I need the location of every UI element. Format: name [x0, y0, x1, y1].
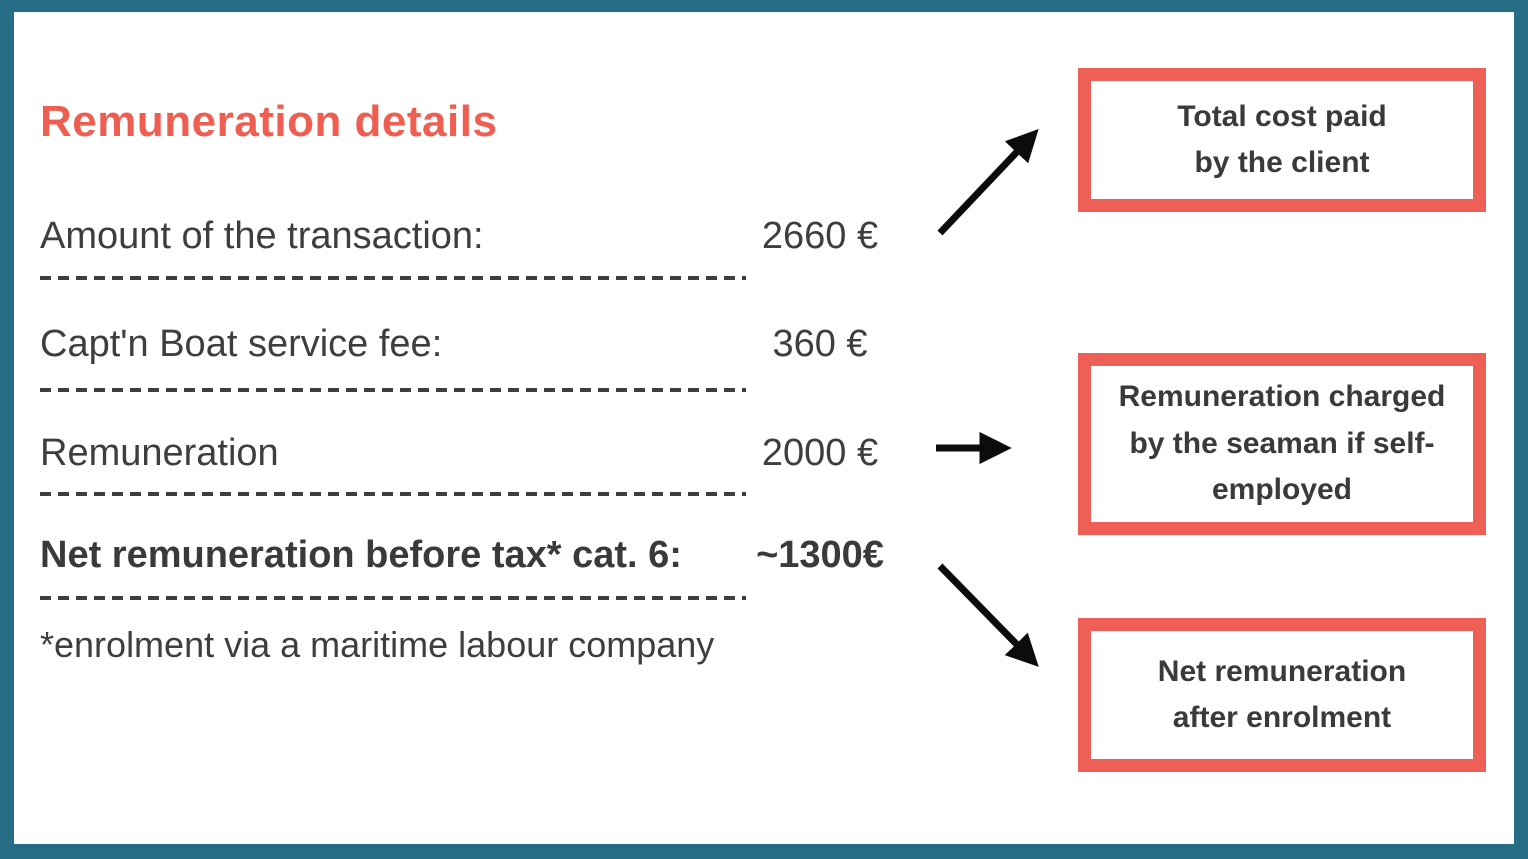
arrow-to-net-remuneration-icon	[937, 563, 1039, 667]
row-label: Remuneration	[40, 432, 279, 474]
callout-line: employed	[1211, 473, 1353, 507]
callout-line: by the seaman if self-	[1129, 426, 1435, 460]
callout-line: after enrolment	[1172, 701, 1392, 734]
callout-line: Total cost paid	[1177, 99, 1387, 133]
row-transaction-amount: Amount of the transaction: 2660 €	[40, 211, 950, 261]
dashed-divider	[40, 388, 746, 392]
callout-net-remuneration: Net remuneration after enrolment	[1078, 618, 1486, 772]
row-label: Amount of the transaction:	[40, 215, 484, 257]
row-value: 2660 €	[761, 215, 879, 257]
dashed-divider	[40, 492, 746, 496]
row-value: ~1300€	[756, 534, 884, 576]
row-label: Capt'n Boat service fee:	[40, 323, 443, 365]
page-title: Remuneration details	[40, 97, 498, 146]
arrow-to-total-cost-icon	[937, 128, 1039, 236]
row-value: 360 €	[772, 323, 868, 365]
row-remuneration: Remuneration 2000 €	[40, 428, 950, 478]
callout-line: by the client	[1194, 146, 1370, 179]
callout-line: Remuneration charged	[1118, 380, 1446, 414]
callout-line: Net remuneration	[1157, 654, 1407, 688]
dashed-divider	[40, 596, 746, 600]
row-label: Net remuneration before tax* cat. 6:	[40, 534, 682, 576]
row-service-fee: Capt'n Boat service fee: 360 €	[40, 319, 950, 369]
callout-total-cost: Total cost paid by the client	[1078, 68, 1486, 212]
callout-seaman-remuneration: Remuneration charged by the seaman if se…	[1078, 353, 1486, 535]
row-net-remuneration: Net remuneration before tax* cat. 6: ~13…	[40, 530, 950, 580]
dashed-divider	[40, 276, 746, 280]
row-value: 2000 €	[761, 432, 879, 474]
footnote: *enrolment via a maritime labour company	[40, 624, 715, 665]
